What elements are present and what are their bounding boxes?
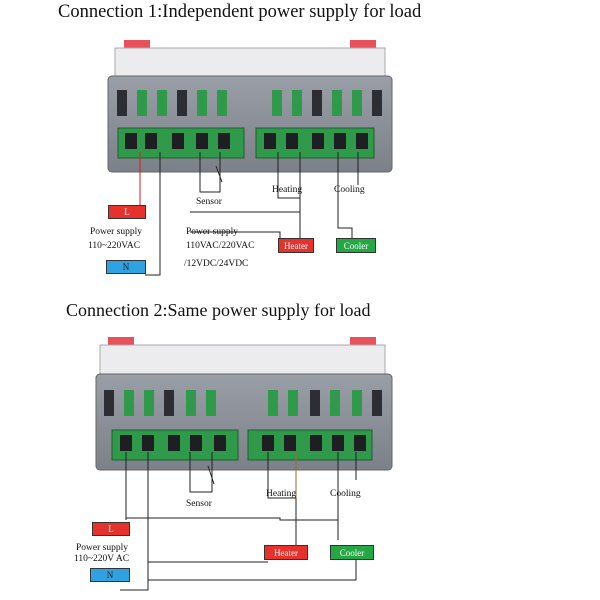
n-terminal-box-1: N — [106, 260, 146, 274]
l-terminal-box-1: L — [108, 205, 146, 219]
heating-label-2: Heating — [266, 489, 297, 499]
power-supply-voltage-2: 110~220V AC — [74, 554, 130, 564]
sensor-label-2: Sensor — [186, 499, 212, 509]
wiring-1 — [139, 152, 359, 276]
power-supply-label-2: Power supply — [76, 543, 128, 553]
wiring-2 — [120, 452, 357, 591]
cooling-label-1: Cooling — [334, 185, 365, 195]
cooler-box-1: Cooler — [336, 238, 376, 253]
load-power-label-1: Power supply — [186, 227, 238, 237]
l-terminal-box-2: L — [92, 522, 130, 536]
heater-box-1: Heater — [278, 238, 314, 253]
power-supply-label-1: Power supply — [90, 227, 142, 237]
connection-1-title: Connection 1:Independent power supply fo… — [58, 2, 422, 22]
controller-device-1 — [107, 40, 393, 173]
device-top-face — [114, 47, 386, 81]
heater-box-2: Heater — [264, 545, 308, 560]
power-supply-voltage-1: 110~220VAC — [88, 241, 141, 251]
load-power-voltage-1: 110VAC/220VAC — [186, 241, 255, 251]
connection-2-title: Connection 2:Same power supply for load — [66, 300, 371, 320]
cooler-box-2: Cooler — [330, 545, 374, 560]
n-terminal-box-2: N — [90, 568, 130, 582]
device-top-face — [99, 344, 386, 378]
sensor-label-1: Sensor — [196, 197, 222, 207]
cooling-label-2: Cooling — [330, 489, 361, 499]
controller-device-2 — [95, 337, 393, 471]
heating-label-1: Heating — [272, 185, 303, 195]
load-power-dc-1: /12VDC/24VDC — [184, 259, 249, 269]
